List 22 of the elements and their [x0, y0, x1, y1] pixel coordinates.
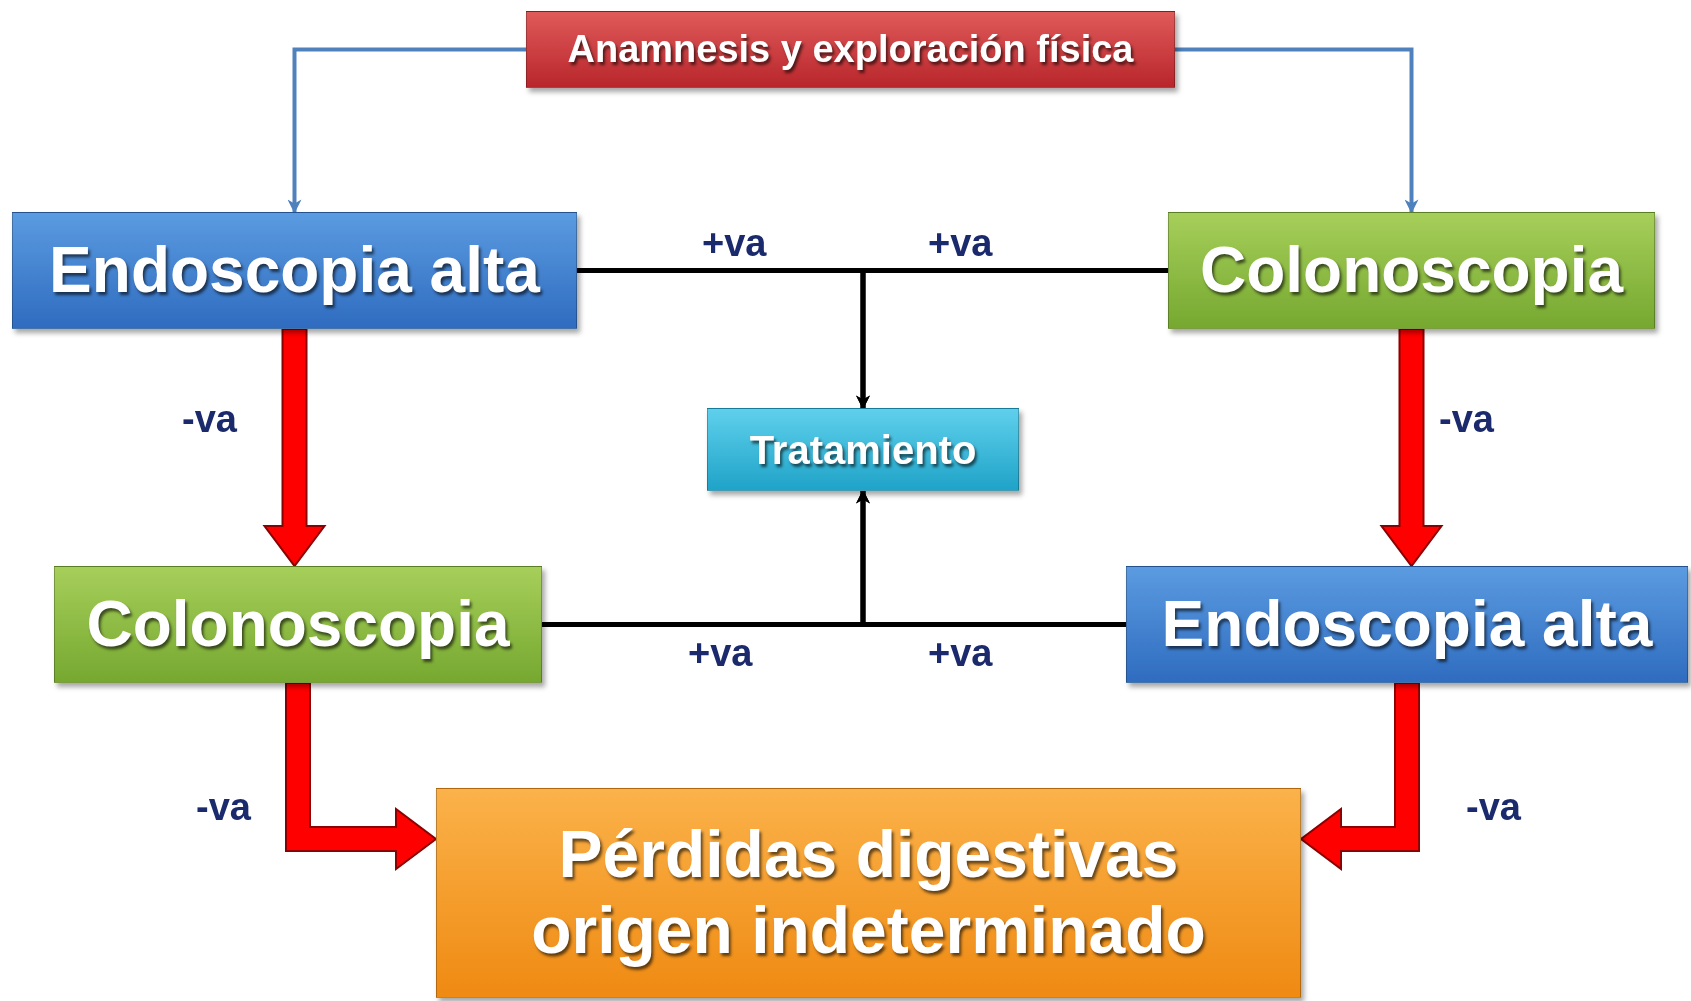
arrow [287, 47, 526, 214]
arrow [856, 268, 1168, 410]
block-arrow [1299, 682, 1420, 871]
process-box [707, 408, 1019, 491]
process-box [526, 11, 1175, 88]
process-box [12, 212, 577, 329]
box-label: Colonoscopia [1199, 233, 1624, 308]
block-arrow [1379, 328, 1444, 568]
arrow [1175, 47, 1419, 214]
process-box [1126, 566, 1688, 683]
box-label: Colonoscopia [86, 587, 510, 662]
arrow [856, 489, 1126, 627]
box-label: Endoscopia alta [1161, 587, 1653, 662]
box-label: Tratamiento [749, 426, 977, 473]
process-box [436, 788, 1301, 998]
process-box [54, 566, 542, 683]
process-box [1168, 212, 1655, 329]
box-label: Pérdidas digestivas origen indeterminado [530, 817, 1207, 969]
box-label: Anamnesis y exploración física [567, 27, 1134, 72]
block-arrow [285, 682, 438, 871]
block-arrow [262, 328, 327, 568]
box-label: Endoscopia alta [49, 233, 540, 308]
